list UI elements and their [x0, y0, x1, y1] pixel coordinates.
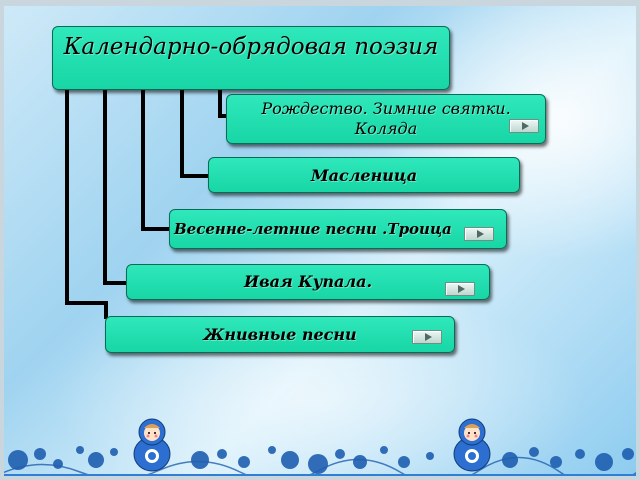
node-maslenitsa[interactable]: Масленица — [208, 157, 520, 193]
play-triangle-icon[interactable] — [464, 227, 494, 241]
node-ivan-kupala[interactable]: Ивая Купала. — [126, 264, 490, 300]
diagram-title-box[interactable]: Календарно-обрядовая поэзия — [52, 26, 450, 90]
connector-line — [218, 90, 222, 116]
play-triangle-icon[interactable] — [412, 330, 442, 344]
connector-line — [141, 227, 171, 231]
node-label-line1: Рождество. Зимние святки. — [261, 99, 511, 118]
connector-line — [141, 90, 145, 230]
node-label: Весенне-летние песни .Троица — [174, 220, 452, 238]
node-vesenne-letnie[interactable]: Весенне-летние песни .Троица — [169, 209, 507, 249]
node-rozhdestvo[interactable]: Рождество. Зимние святки. Коляда — [226, 94, 546, 144]
matryoshka-doll-icon — [133, 418, 171, 472]
connector-line — [218, 114, 228, 118]
play-triangle-icon[interactable] — [509, 119, 539, 133]
connector-line — [180, 174, 210, 178]
play-triangle-icon[interactable] — [445, 282, 475, 296]
gzhel-floral-ornament-icon — [0, 446, 640, 480]
connector-line — [180, 90, 184, 176]
node-label: Жнивные песни — [203, 325, 357, 344]
connector-line — [65, 90, 69, 304]
diagram-title: Календарно-обрядовая поэзия — [63, 34, 439, 60]
node-zhnivnye[interactable]: Жнивные песни — [105, 316, 455, 353]
node-label: Ивая Купала. — [243, 272, 373, 291]
connector-line — [103, 90, 107, 284]
node-label: Масленица — [310, 166, 418, 185]
connector-line — [104, 301, 108, 319]
connector-line — [65, 301, 107, 305]
node-label-line2: Коляда — [354, 119, 418, 138]
node-label: Рождество. Зимние святки. Коляда — [227, 99, 545, 139]
connector-line — [103, 281, 129, 285]
matryoshka-doll-icon — [453, 418, 491, 472]
